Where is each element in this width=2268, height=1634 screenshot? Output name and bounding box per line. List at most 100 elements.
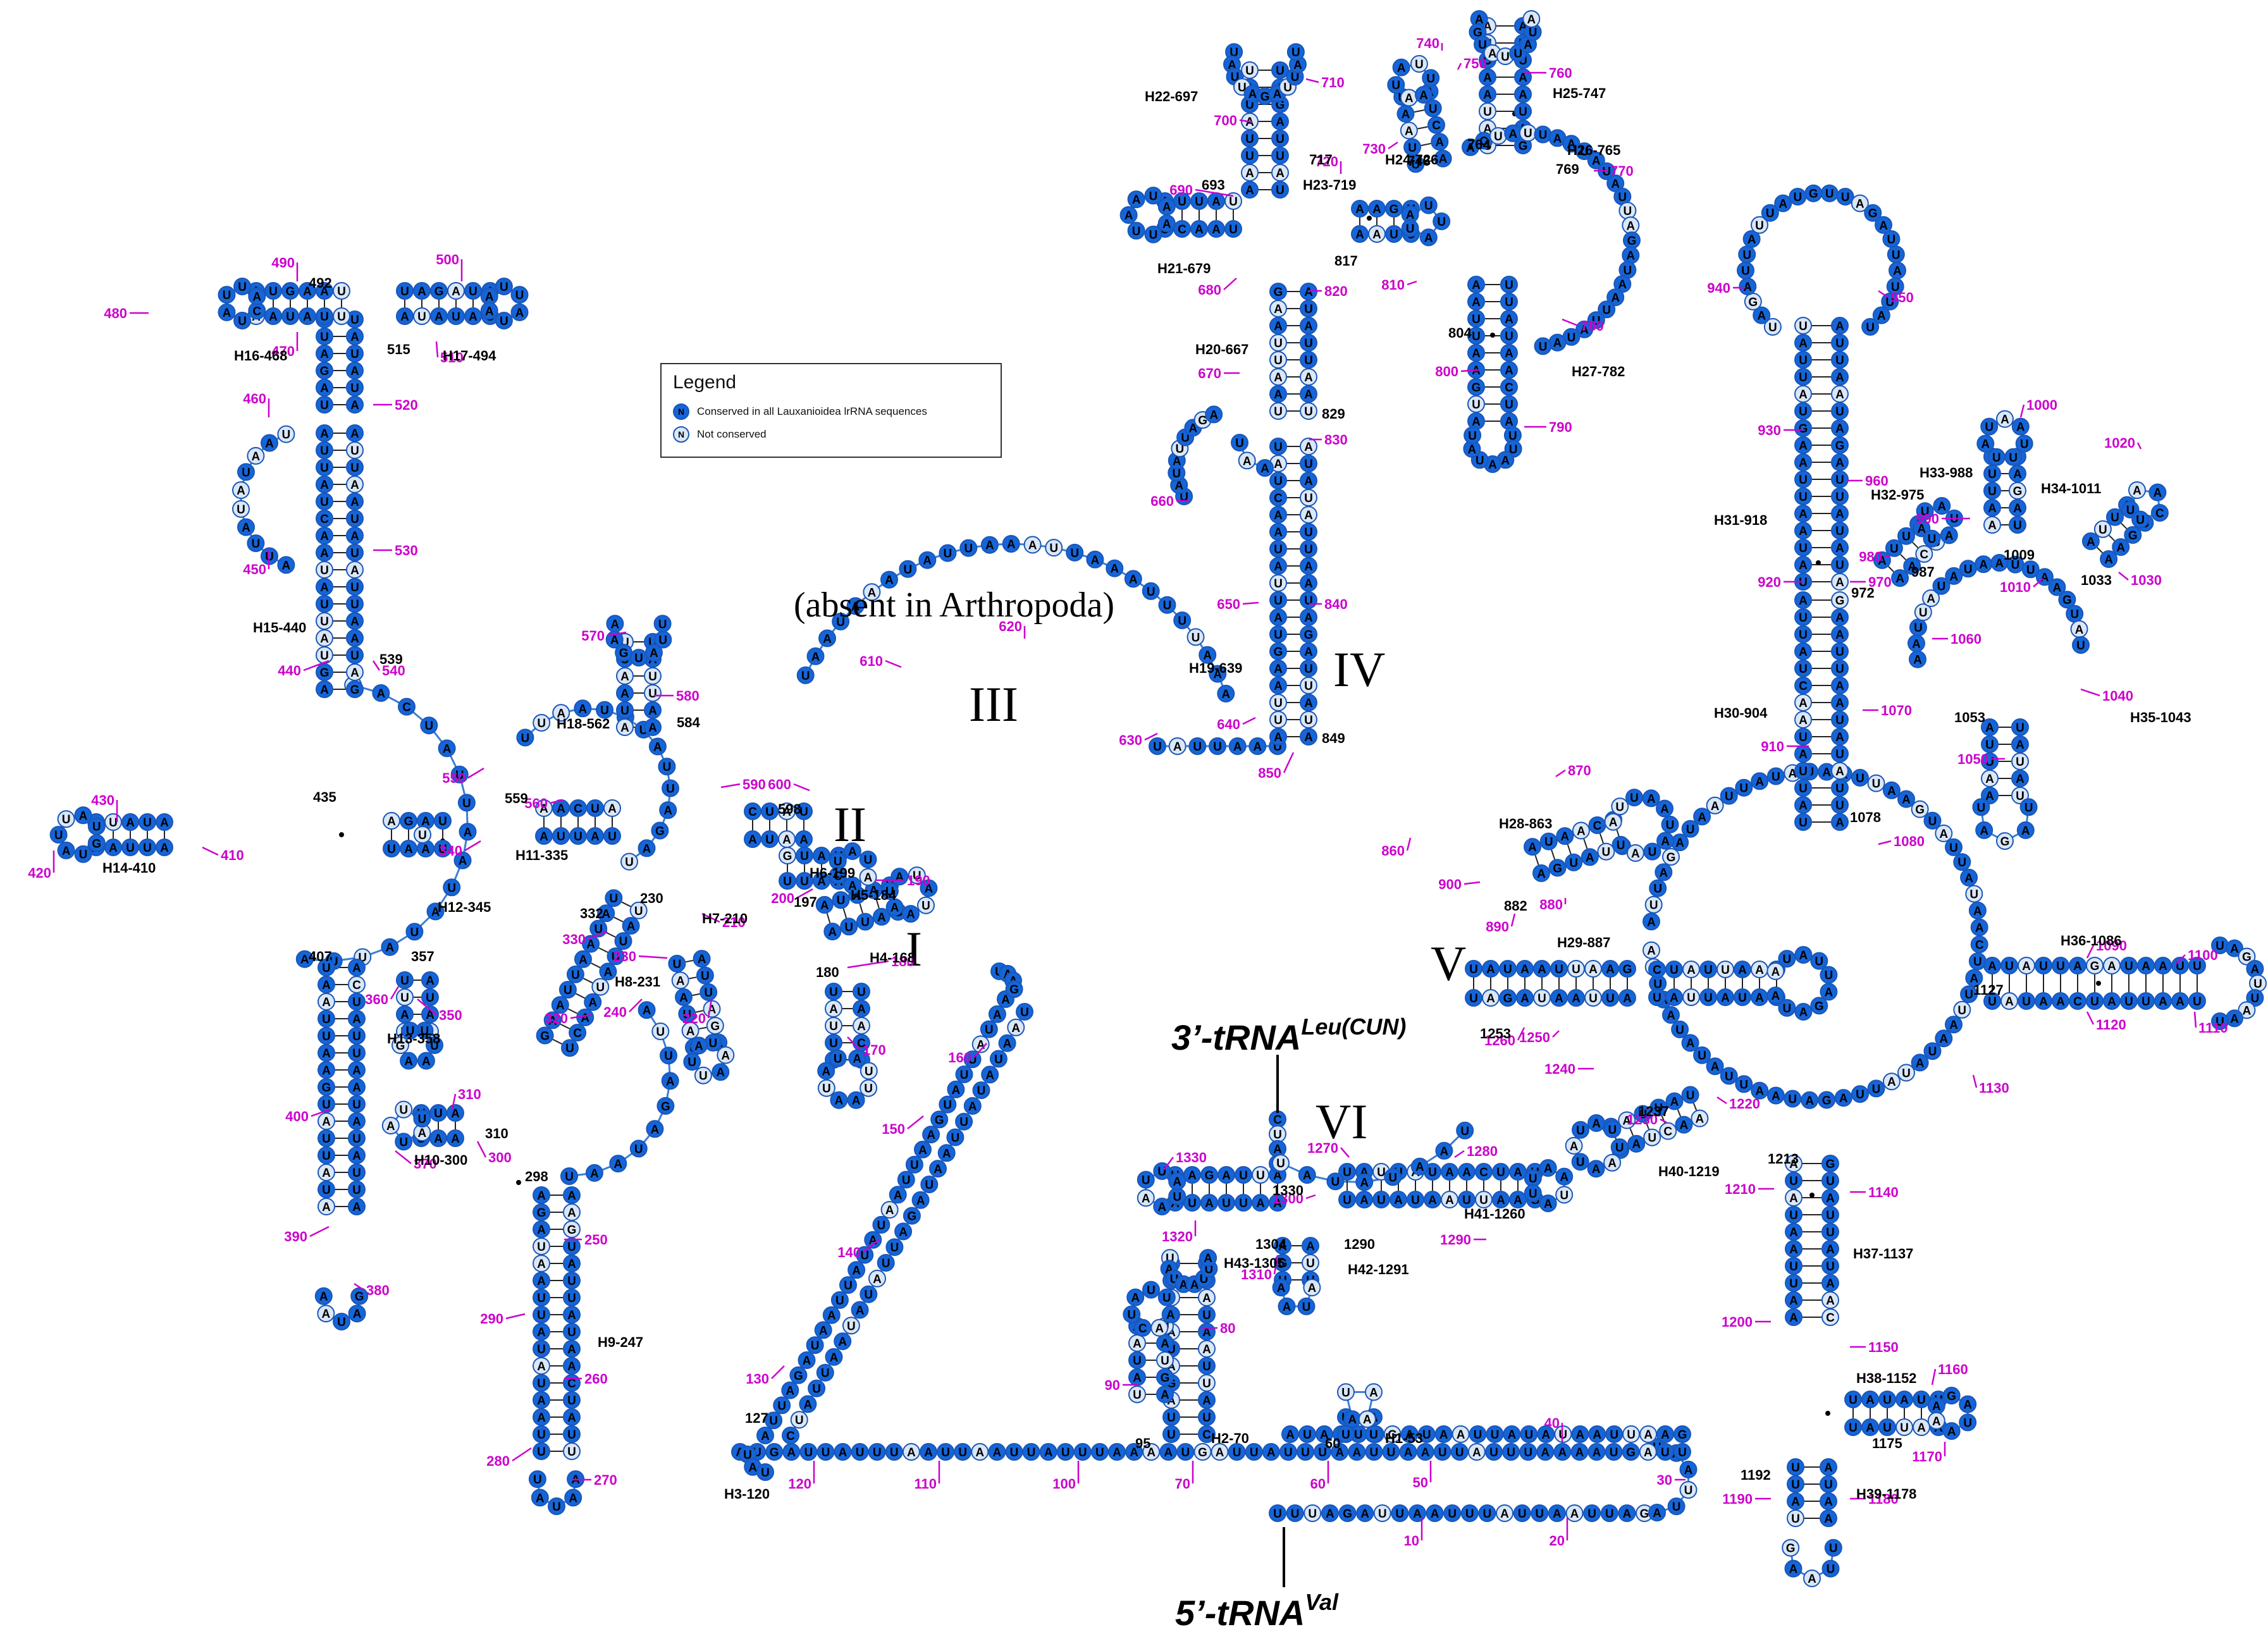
nucleotide: U	[429, 1104, 447, 1122]
domain-label-I: I	[906, 921, 922, 976]
nucleotide: U	[796, 666, 815, 684]
nucleotide: A	[2112, 538, 2130, 556]
nucleotide: A	[1794, 946, 1813, 964]
domain-label-IV: IV	[1333, 642, 1385, 697]
nucleotide: A	[606, 615, 624, 633]
svg-text:U: U	[1799, 629, 1808, 642]
nucleotide: A	[1108, 1443, 1126, 1461]
svg-text:A: A	[1653, 1507, 1661, 1520]
svg-text:A: A	[1553, 1508, 1562, 1521]
nucleotide: A	[348, 959, 366, 976]
nucleotide: U	[49, 826, 68, 844]
nucleotide: U	[1469, 1425, 1487, 1443]
nucleotide: U	[1794, 539, 1812, 556]
nucleotide: A	[447, 1129, 464, 1147]
nucleotide: A	[1671, 833, 1689, 852]
nucleotide: U	[1176, 1443, 1195, 1461]
svg-text:A: A	[856, 1305, 865, 1318]
nucleotide: U	[1300, 455, 1317, 472]
helix-label: H16-468	[234, 348, 287, 364]
nucleotide: A	[1300, 368, 1317, 386]
nucleotide: A	[1976, 434, 1995, 453]
svg-text:U: U	[925, 1179, 934, 1192]
svg-text:A: A	[1003, 1038, 1012, 1051]
svg-text:U: U	[864, 854, 873, 867]
nucleotide: U	[980, 1020, 998, 1038]
nucleotide: G	[563, 1220, 581, 1238]
nucleotide: A	[1975, 821, 1994, 839]
nucleotide: A	[1126, 1288, 1145, 1306]
nucleotide: U	[1821, 1223, 1839, 1241]
nucleotide: U	[1649, 1098, 1668, 1117]
nucleotide: G	[1467, 378, 1485, 396]
svg-text:A: A	[2116, 541, 2125, 555]
nucleotide: U	[1844, 1418, 1862, 1436]
svg-text:U: U	[1835, 714, 1844, 727]
position-number: 880	[1539, 897, 1563, 912]
nucleotide: U	[1914, 603, 1932, 622]
nucleotide: U	[317, 1027, 335, 1045]
nucleotide: A	[1933, 497, 1951, 515]
svg-text:A: A	[1404, 1446, 1413, 1459]
svg-text:A: A	[1274, 526, 1283, 539]
svg-text:U: U	[352, 1184, 361, 1197]
nucleotide: U	[840, 918, 858, 936]
svg-text:A: A	[839, 1446, 847, 1459]
nucleotide: U	[1895, 1418, 1913, 1436]
svg-text:A: A	[400, 310, 409, 324]
nucleotide: U	[660, 1047, 677, 1065]
svg-text:A: A	[1586, 851, 1594, 864]
svg-text:A: A	[852, 1095, 861, 1108]
svg-text:U: U	[1472, 313, 1481, 326]
svg-text:A: A	[1979, 558, 1988, 572]
nucleotide: U	[316, 612, 333, 630]
svg-text:U: U	[537, 1309, 546, 1322]
nucleotide: U	[825, 1017, 842, 1035]
svg-text:U: U	[658, 634, 667, 648]
nucleotide: G	[2238, 947, 2256, 966]
nucleotide: U	[2188, 992, 2206, 1010]
position-number: 750	[1464, 56, 1487, 71]
svg-text:U: U	[1489, 1446, 1498, 1459]
svg-text:A: A	[2154, 487, 2162, 500]
index-number: 987	[1911, 564, 1935, 580]
nucleotide: A	[1424, 1191, 1441, 1208]
nucleotide: A	[1821, 1274, 1839, 1292]
svg-text:A: A	[417, 285, 426, 298]
svg-text:A: A	[1472, 1446, 1481, 1459]
svg-text:G: G	[1274, 286, 1283, 299]
nucleotide: A	[1426, 1504, 1444, 1522]
position-number: 950	[1890, 290, 1914, 305]
nucleotide: U	[1794, 762, 1812, 780]
nucleotide: U	[654, 630, 672, 649]
nucleotide: U	[1271, 130, 1289, 147]
svg-text:A: A	[1799, 799, 1808, 813]
nucleotide: U	[860, 1079, 878, 1097]
svg-text:A: A	[985, 1069, 994, 1082]
svg-text:A: A	[1372, 228, 1381, 242]
svg-text:U: U	[426, 992, 434, 1005]
nucleotide: U	[317, 1181, 335, 1198]
position-number: 870	[1568, 763, 1591, 778]
nucleotide: A	[348, 1061, 366, 1079]
svg-text:A: A	[537, 1394, 546, 1408]
nucleotide: U	[1492, 1163, 1510, 1181]
svg-text:U: U	[92, 821, 101, 834]
svg-text:U: U	[709, 1037, 718, 1050]
nucleotide: U	[1913, 1391, 1930, 1408]
nucleotide: U	[1611, 797, 1629, 816]
svg-text:A: A	[1988, 960, 1997, 973]
svg-text:A: A	[1680, 1119, 1689, 1133]
svg-text:A: A	[716, 1066, 725, 1079]
nucleotide: C	[1475, 1163, 1493, 1181]
position-number: 900	[1438, 876, 1462, 892]
svg-text:U: U	[320, 445, 329, 458]
svg-text:C: C	[1138, 1322, 1147, 1336]
svg-text:A: A	[2230, 943, 2239, 956]
svg-text:U: U	[1202, 1360, 1211, 1373]
nucleotide: U	[1419, 196, 1438, 214]
nucleotide: U	[316, 458, 333, 476]
svg-text:U: U	[322, 1030, 331, 1043]
svg-text:A: A	[1791, 1496, 1800, 1509]
nucleotide: U	[1649, 879, 1667, 897]
